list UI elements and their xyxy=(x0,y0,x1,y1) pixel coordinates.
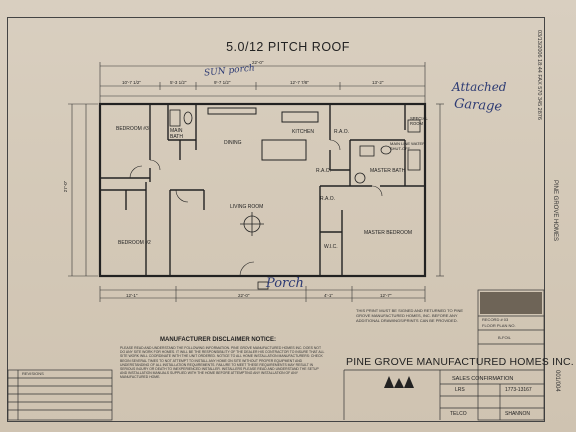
handwritten-porch: Porch xyxy=(266,276,304,291)
room-wic: W.I.C. xyxy=(324,244,338,250)
room-bedroom-2: BEDROOM #2 xyxy=(118,240,151,246)
room-master-bath: MASTER BATH xyxy=(370,168,406,174)
reference-number: 1773-13167 xyxy=(505,387,532,393)
rao-label-1: R.A.O. xyxy=(334,129,350,135)
floor-plan-no: FLOOR PLAN NO. xyxy=(482,323,516,328)
drawing-frame xyxy=(7,17,545,422)
return-notice: THIS PRINT MUST BE SIGNED AND RETURNED T… xyxy=(356,308,464,323)
room-living-room: LIVING ROOM xyxy=(230,204,264,210)
dim-bottom-1: 12'-1" xyxy=(126,293,138,298)
shannon-label: SHANNON xyxy=(505,411,531,417)
dim-left-total: 27'-0" xyxy=(63,180,69,193)
dim-top-4: 12'-7 7/8" xyxy=(290,80,309,85)
telco-label: TELCO xyxy=(450,411,467,417)
sales-confirmation: SALES CONFIRMATION xyxy=(452,376,514,382)
record-number: RECORD # 03 xyxy=(482,317,509,322)
dim-bottom-3: 4'-1" xyxy=(324,293,333,298)
dim-bottom-2: 22'-0" xyxy=(238,293,250,298)
room-master-bedroom: MASTER BEDROOM xyxy=(364,230,413,236)
dim-top-5: 13'-2" xyxy=(372,80,384,85)
dim-bottom-4: 12'-7" xyxy=(380,293,392,298)
dim-top-1: 10'-7 1/2" xyxy=(122,80,141,85)
main-line-shutoff: MAIN LINE WATER SHUT-OFF xyxy=(390,141,426,151)
option-code: B-FOIL xyxy=(498,335,511,340)
roof-pitch-title: 5.0/12 PITCH ROOF xyxy=(226,40,350,54)
company-name: PINE GROVE MANUFACTURED HOMES INC. xyxy=(346,356,574,368)
revisions-header: REVISIONS xyxy=(22,371,44,376)
dim-top-total: 22'-0" xyxy=(252,60,264,65)
room-bedroom-3: BEDROOM #3 xyxy=(116,126,149,132)
room-special: SPECIAL ROOM xyxy=(410,116,428,126)
disclaimer-body: PLEASE READ AND UNDERSTAND THE FOLLOWING… xyxy=(120,346,325,380)
room-dining: DINING xyxy=(224,140,242,146)
rao-label-3: R.A.O. xyxy=(320,196,336,202)
lrs-label: LRS xyxy=(455,387,465,393)
dim-top-3: 9'-7 1/2" xyxy=(214,80,231,85)
disclaimer-title: MANUFACTURER DISCLAIMER NOTICE: xyxy=(160,337,276,343)
room-main-bath: MAIN BATH xyxy=(170,128,183,140)
dim-top-2: 5'-3 1/2" xyxy=(170,80,187,85)
rao-label-2: R.A.O. xyxy=(316,168,332,174)
room-kitchen: KITCHEN xyxy=(292,129,314,135)
handwritten-attached: Attached xyxy=(452,80,507,94)
